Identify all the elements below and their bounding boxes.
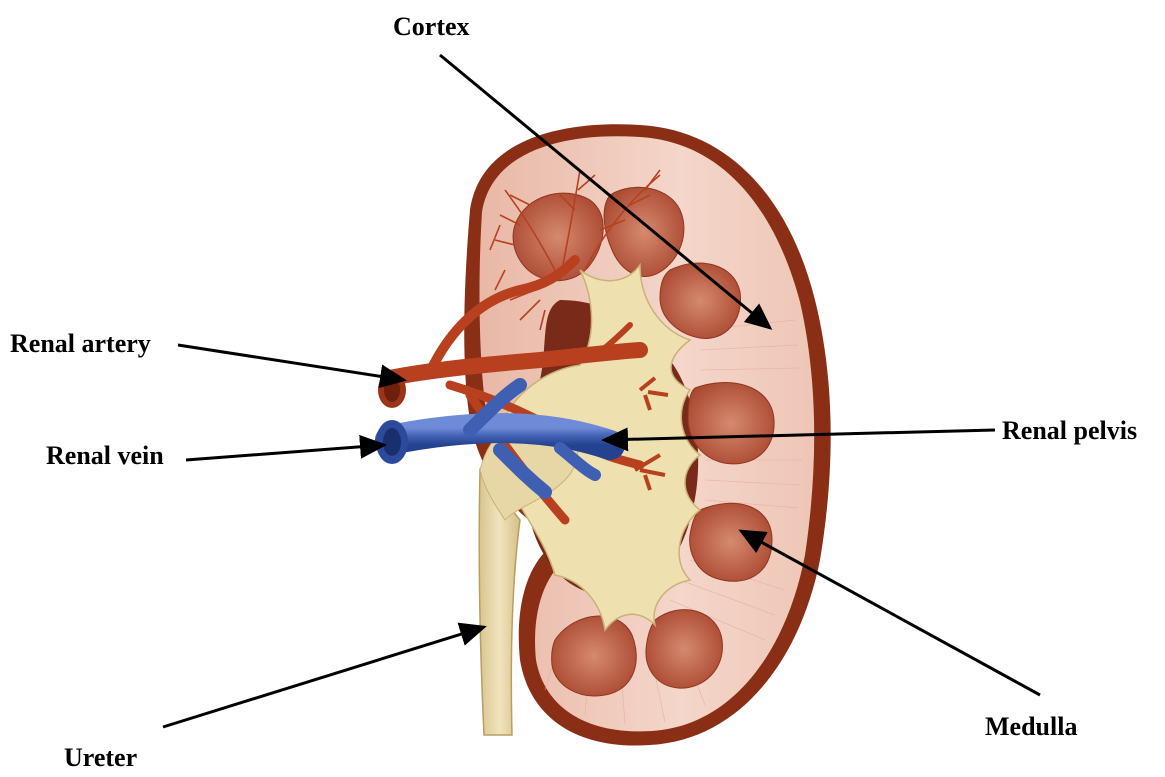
label-cortex: Cortex [393, 12, 470, 41]
label-renal-vein: Renal vein [46, 441, 164, 470]
label-medulla: Medulla [985, 712, 1077, 741]
renal-vein-arrow [186, 445, 384, 460]
ureter-arrow [163, 627, 484, 727]
label-ureter: Ureter [64, 743, 137, 772]
label-renal-pelvis: Renal pelvis [1002, 416, 1137, 445]
label-renal-artery: Renal artery [10, 329, 151, 358]
renal-artery-arrow [178, 345, 404, 380]
